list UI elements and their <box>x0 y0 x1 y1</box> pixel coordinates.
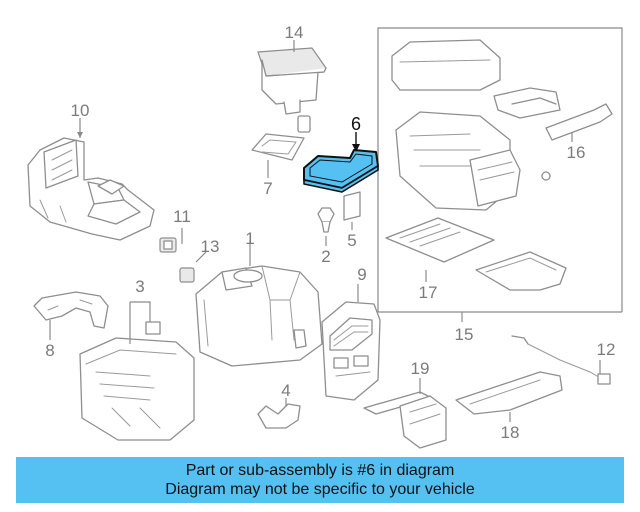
banner-line-2: Diagram may not be specific to your vehi… <box>165 481 475 498</box>
callout-11: 11 <box>173 207 191 226</box>
part-19-mechanism[interactable] <box>363 378 447 449</box>
part-10-console-frame[interactable] <box>27 118 155 241</box>
part-9-rear-panel[interactable] <box>321 284 381 401</box>
callout-6: 6 <box>351 114 361 134</box>
part-12-cable[interactable] <box>511 335 611 385</box>
callout-19: 19 <box>411 359 430 378</box>
banner-line-1: Part or sub-assembly is #6 in diagram <box>185 462 455 479</box>
part-15-armrest-lid[interactable] <box>391 39 501 91</box>
part-15-armrest-base[interactable] <box>395 111 521 211</box>
part-13-connector[interactable] <box>179 251 207 283</box>
part-14-storage-bin[interactable] <box>257 40 327 133</box>
part-11-switch[interactable] <box>159 228 183 253</box>
callout-10: 10 <box>71 101 90 120</box>
callout-1: 1 <box>245 229 254 248</box>
callout-14: 14 <box>285 23 304 42</box>
part-8-bracket[interactable] <box>33 291 109 340</box>
callout-12: 12 <box>597 340 616 359</box>
part-16-hinge-arm[interactable] <box>541 103 613 181</box>
callout-13: 13 <box>201 237 220 256</box>
callout-3: 3 <box>135 277 144 296</box>
parts-diagram: 14 10 6 16 7 11 1 13 5 2 9 3 17 15 12 8 … <box>27 23 623 449</box>
callout-15: 15 <box>455 325 474 344</box>
callout-7: 7 <box>263 179 272 198</box>
callout-17: 17 <box>419 283 438 302</box>
callout-8: 8 <box>45 341 54 360</box>
info-banner: Part or sub-assembly is #6 in diagram Di… <box>16 457 624 503</box>
part-4-lower-bracket[interactable] <box>257 398 301 429</box>
callout-18: 18 <box>501 423 520 442</box>
part-15-latch[interactable] <box>493 87 561 119</box>
callout-9: 9 <box>357 265 366 284</box>
part-17-tray[interactable] <box>385 217 567 291</box>
part-5-small-plate[interactable] <box>343 191 361 230</box>
part-6-tray-mat[interactable] <box>303 132 379 193</box>
callout-16: 16 <box>567 143 586 162</box>
part-1-console-body[interactable] <box>195 240 323 367</box>
part-7-small-lid[interactable] <box>251 133 305 178</box>
callout-2: 2 <box>321 247 330 266</box>
part-3-lower-housing[interactable] <box>79 301 195 441</box>
part-18-trim-cover[interactable] <box>455 371 563 422</box>
part-2-clip[interactable] <box>317 207 335 246</box>
callout-4: 4 <box>281 381 290 400</box>
callout-5: 5 <box>347 231 356 250</box>
